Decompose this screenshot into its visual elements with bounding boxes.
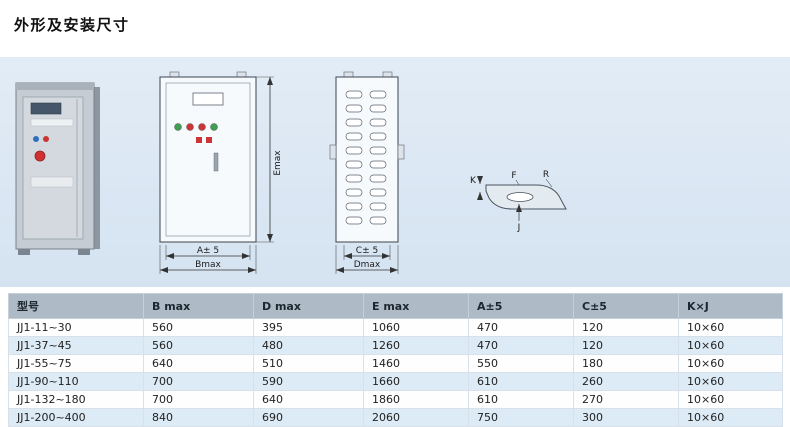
model-cell: JJ1-200~400 xyxy=(8,408,144,427)
b-max-cell: 560 xyxy=(143,336,254,355)
mounting-hook xyxy=(329,144,337,160)
model-cell: JJ1-90~110 xyxy=(8,372,144,391)
e-max-cell: 1860 xyxy=(363,390,469,409)
technical-drawings: A± 5 Bmax Emax xyxy=(15,71,567,274)
e-max-cell: 1060 xyxy=(363,318,469,337)
e-max-cell: 1260 xyxy=(363,336,469,355)
c-tolerance-cell: 270 xyxy=(573,390,679,409)
front-view-drawing: A± 5 Bmax Emax xyxy=(159,71,283,274)
b-max-cell: 840 xyxy=(143,408,254,427)
drawing-panel: A± 5 Bmax Emax xyxy=(0,57,790,287)
red-button-square xyxy=(206,137,212,143)
louver-vents xyxy=(345,90,387,225)
model-cell: JJ1-11~30 xyxy=(8,318,144,337)
d-max-cell: 640 xyxy=(253,390,364,409)
side-view-drawing: C± 5 Dmax xyxy=(329,71,405,274)
cabinet-photo-drawing xyxy=(15,82,100,255)
kxj-cell: 10×60 xyxy=(678,354,783,373)
table-row: JJ1-37~45 560 480 1260 470 120 10×60 xyxy=(8,336,783,355)
table-header-row: 型号 B max D max E max A±5 C±5 K×J xyxy=(8,293,783,319)
mounting-hook xyxy=(397,144,405,160)
col-header-d-max: D max xyxy=(253,293,364,319)
red-button xyxy=(34,150,46,162)
e-max-cell: 1460 xyxy=(363,354,469,373)
d-max-cell: 395 xyxy=(253,318,364,337)
red-indicator xyxy=(198,123,206,131)
table-row: JJ1-132~180 700 640 1860 610 270 10×60 xyxy=(8,390,783,409)
kxj-cell: 10×60 xyxy=(678,318,783,337)
kxj-cell: 10×60 xyxy=(678,372,783,391)
page-title: 外形及安装尺寸 xyxy=(14,16,130,34)
kxj-cell: 10×60 xyxy=(678,390,783,409)
b-max-cell: 700 xyxy=(143,390,254,409)
table-row: JJ1-90~110 700 590 1660 610 260 10×60 xyxy=(8,372,783,391)
b-max-cell: 640 xyxy=(143,354,254,373)
red-indicator-light xyxy=(43,136,49,142)
a-tolerance-cell: 550 xyxy=(468,354,574,373)
table-row: JJ1-55~75 640 510 1460 550 180 10×60 xyxy=(8,354,783,373)
d-max-cell: 510 xyxy=(253,354,364,373)
d-max-cell: 480 xyxy=(253,336,364,355)
detail-f-label: F xyxy=(511,171,516,181)
a-tolerance-cell: 470 xyxy=(468,318,574,337)
d-max-cell: 590 xyxy=(253,372,364,391)
model-cell: JJ1-37~45 xyxy=(8,336,144,355)
c-tolerance-cell: 180 xyxy=(573,354,679,373)
col-header-model: 型号 xyxy=(8,293,144,319)
table-row: JJ1-11~30 560 395 1060 470 120 10×60 xyxy=(8,318,783,337)
b-max-cell: 560 xyxy=(143,318,254,337)
label-plate xyxy=(30,176,74,188)
blue-indicator-light xyxy=(33,136,39,142)
col-header-a-tolerance: A±5 xyxy=(468,293,574,319)
model-cell: JJ1-132~180 xyxy=(8,390,144,409)
side-dim-c-label: C± 5 xyxy=(356,246,378,256)
mounting-slot-hole xyxy=(506,192,534,202)
a-tolerance-cell: 610 xyxy=(468,390,574,409)
a-tolerance-cell: 610 xyxy=(468,372,574,391)
table-row: JJ1-200~400 840 690 2060 750 300 10×60 xyxy=(8,408,783,427)
model-cell: JJ1-55~75 xyxy=(8,354,144,373)
a-tolerance-cell: 470 xyxy=(468,336,574,355)
c-tolerance-cell: 260 xyxy=(573,372,679,391)
col-header-b-max: B max xyxy=(143,293,254,319)
door-handle xyxy=(213,152,219,172)
kxj-cell: 10×60 xyxy=(678,336,783,355)
c-tolerance-cell: 300 xyxy=(573,408,679,427)
e-max-cell: 1660 xyxy=(363,372,469,391)
front-dim-e-label: Emax xyxy=(273,150,283,176)
detail-r-label: R xyxy=(543,170,549,180)
b-max-cell: 700 xyxy=(143,372,254,391)
d-max-cell: 690 xyxy=(253,408,364,427)
c-tolerance-cell: 120 xyxy=(573,336,679,355)
green-indicator xyxy=(210,123,218,131)
green-indicator xyxy=(174,123,182,131)
a-tolerance-cell: 750 xyxy=(468,408,574,427)
e-max-cell: 2060 xyxy=(363,408,469,427)
col-header-e-max: E max xyxy=(363,293,469,319)
side-dim-d-label: Dmax xyxy=(354,260,381,270)
red-indicator xyxy=(186,123,194,131)
detail-k-label: K xyxy=(470,176,477,186)
detail-j-label: J xyxy=(517,223,521,233)
front-dim-a-label: A± 5 xyxy=(197,246,219,256)
dimensions-table: 型号 B max D max E max A±5 C±5 K×J JJ1-11~… xyxy=(8,293,783,427)
c-tolerance-cell: 120 xyxy=(573,318,679,337)
col-header-kxj: K×J xyxy=(678,293,783,319)
col-header-c-tolerance: C±5 xyxy=(573,293,679,319)
red-button-square xyxy=(196,137,202,143)
display-window xyxy=(30,102,62,115)
front-dim-b-label: Bmax xyxy=(195,260,221,270)
mounting-slot-detail-drawing: K F R J xyxy=(470,170,567,233)
kxj-cell: 10×60 xyxy=(678,408,783,427)
front-display-window xyxy=(192,92,224,106)
